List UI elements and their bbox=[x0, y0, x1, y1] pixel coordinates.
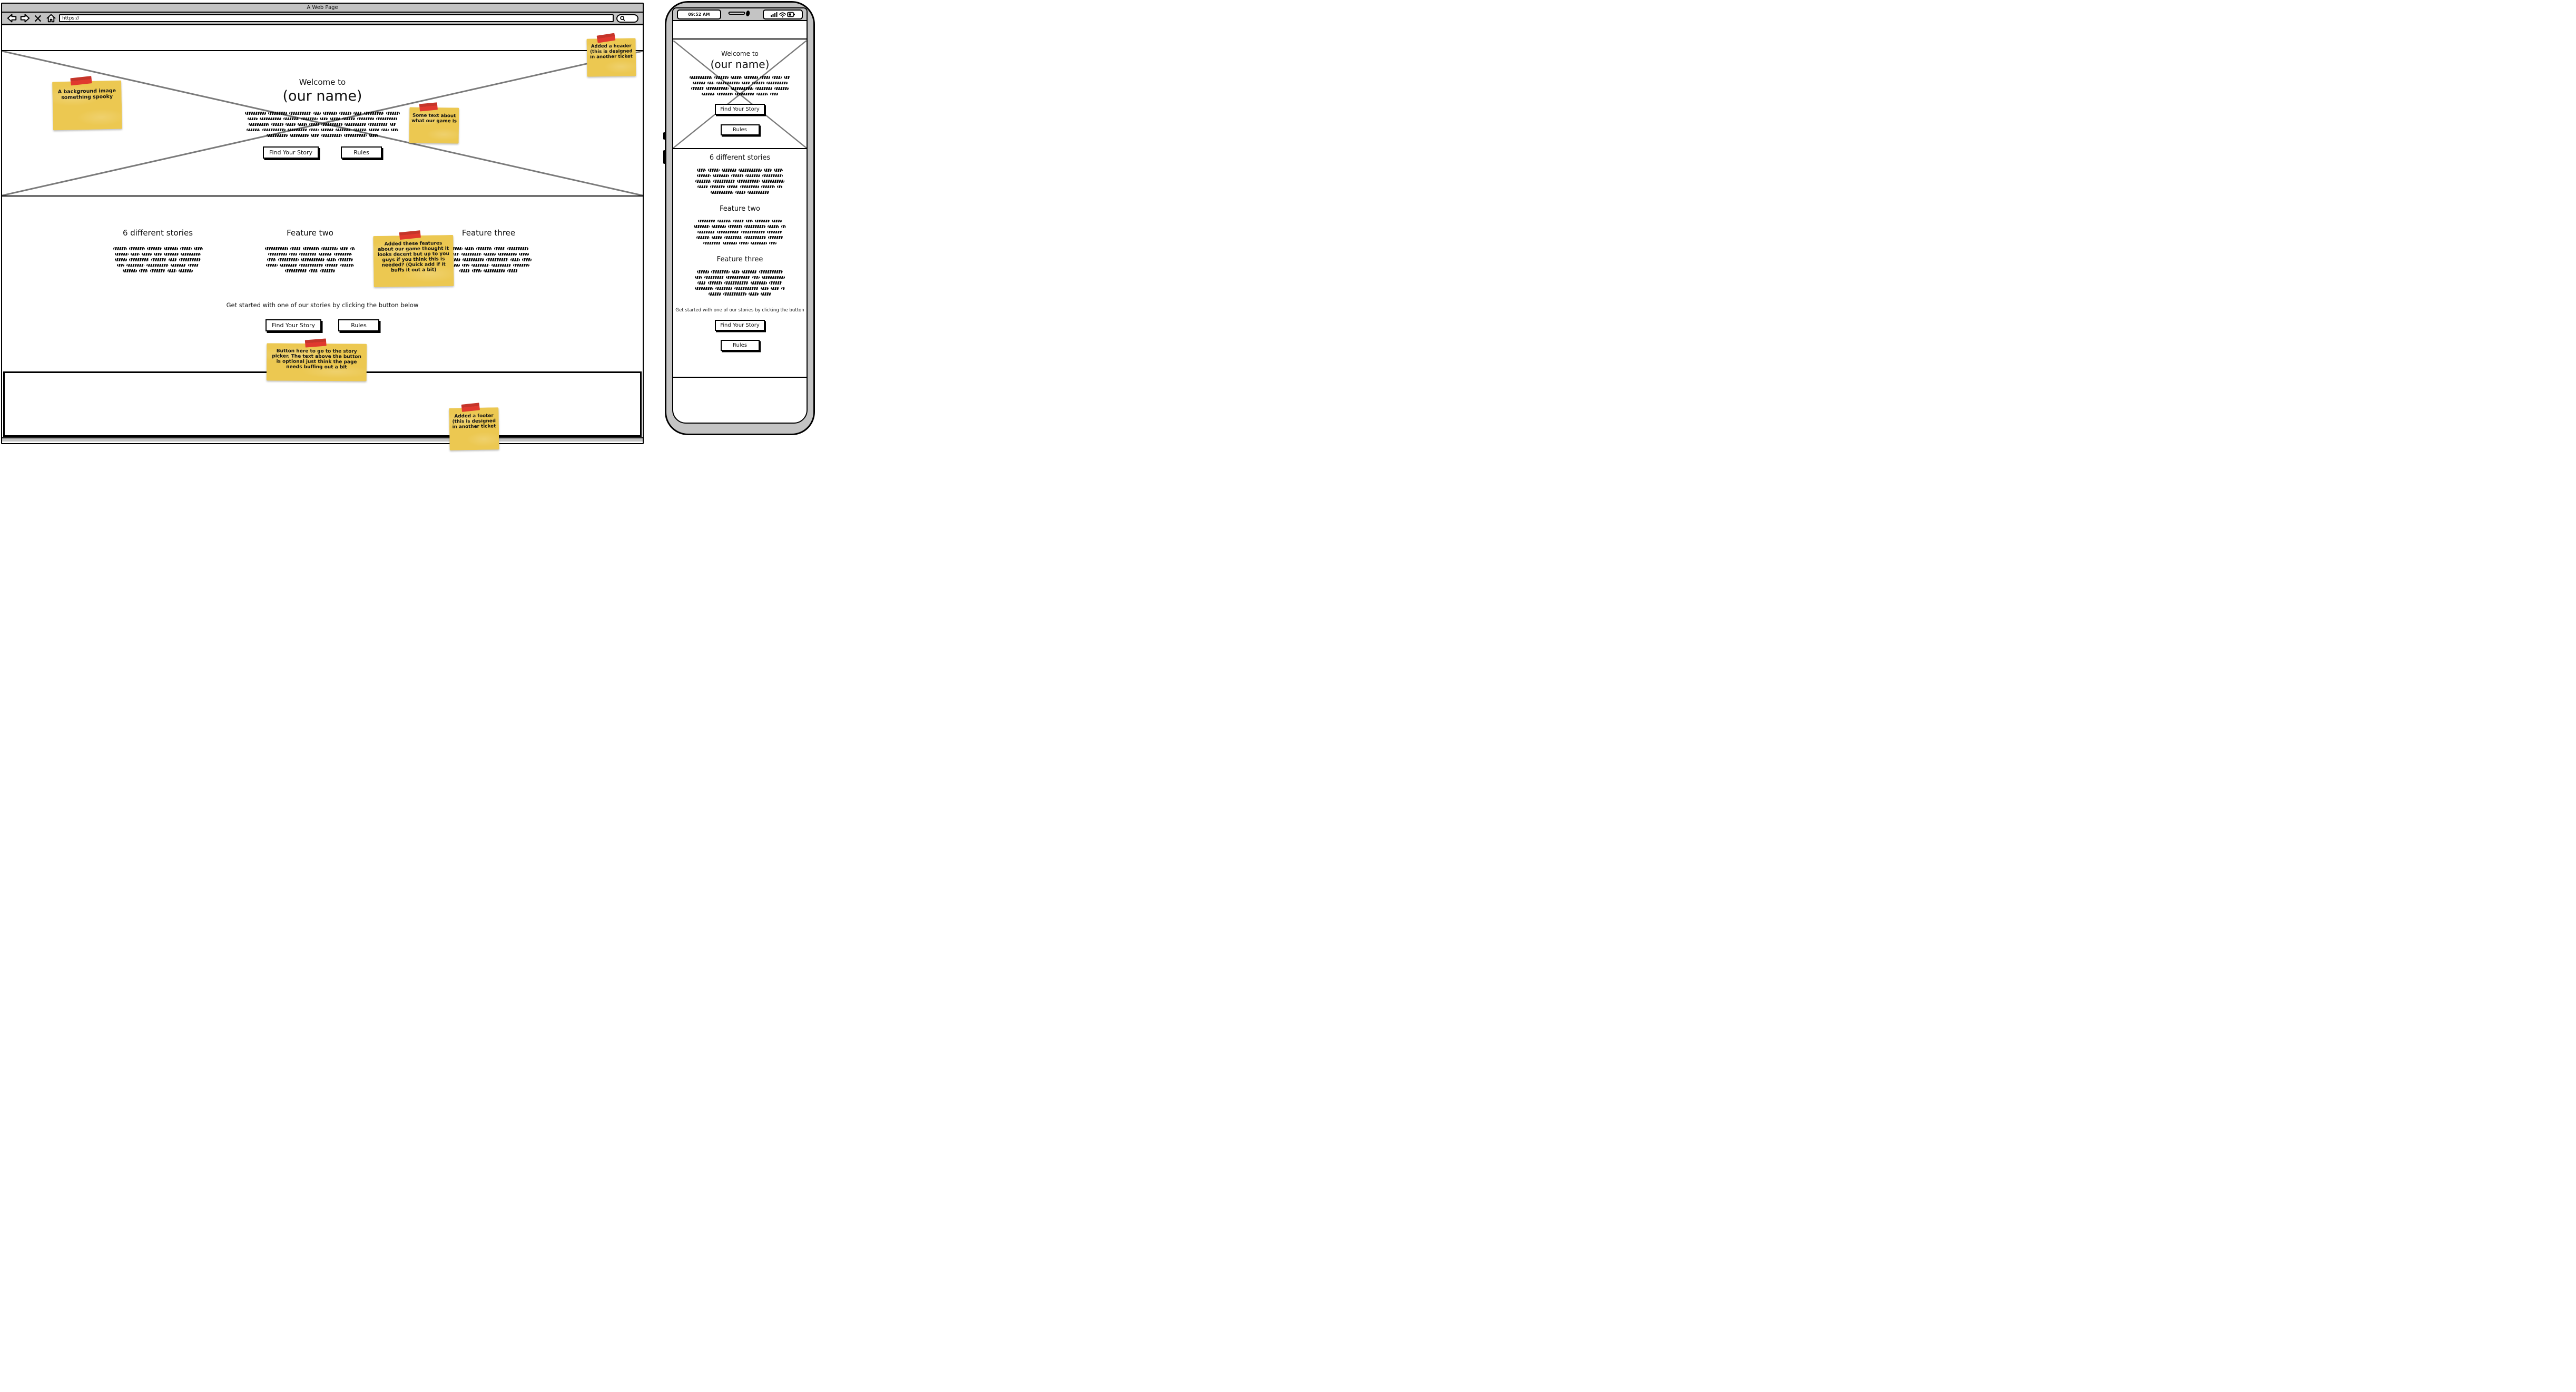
search-box[interactable] bbox=[616, 14, 638, 23]
cta-find-your-story-button[interactable]: Find Your Story bbox=[265, 319, 322, 331]
hero-image-placeholder: Welcome to (our name) Find Your Story Ru… bbox=[2, 50, 643, 197]
feature-title: 6 different stories bbox=[122, 228, 193, 238]
phone-volume-button bbox=[663, 150, 665, 164]
window-bottom-strip bbox=[2, 437, 643, 442]
stop-button[interactable] bbox=[33, 14, 43, 23]
feature-column-three: Feature three bbox=[443, 228, 535, 275]
phone-feature-title: Feature three bbox=[716, 256, 763, 263]
back-arrow-icon bbox=[7, 14, 16, 23]
sticky-note-header: Added a header (this is designed in anot… bbox=[586, 33, 636, 77]
feature-placeholder-text bbox=[444, 247, 534, 272]
phone-cta-text: Get started with one of our stories by c… bbox=[675, 307, 804, 313]
tape-icon bbox=[461, 403, 480, 412]
phone-feature-placeholder-text bbox=[694, 270, 786, 296]
note-text: Added a header (this is designed in anot… bbox=[589, 43, 633, 60]
phone-hero-rules-button[interactable]: Rules bbox=[720, 124, 760, 135]
cta-text: Get started with one of our stories by c… bbox=[226, 301, 419, 309]
sticky-note-background-image: A background image something spooky bbox=[52, 76, 122, 131]
phone-status-bar: 09:52 AM bbox=[673, 8, 807, 21]
browser-titlebar: A Web Page bbox=[2, 4, 643, 13]
magnifier-icon bbox=[620, 15, 625, 21]
signal-icon bbox=[771, 12, 778, 17]
phone-hero-heading-large: (our name) bbox=[710, 58, 770, 71]
hero-rules-button[interactable]: Rules bbox=[341, 146, 382, 159]
phone-hero-heading-small: Welcome to bbox=[721, 50, 759, 57]
feature-title: Feature three bbox=[461, 228, 516, 238]
hero-find-your-story-button[interactable]: Find Your Story bbox=[262, 146, 319, 159]
speaker-icon bbox=[728, 12, 745, 15]
feature-title: Feature two bbox=[287, 228, 333, 238]
tape-icon bbox=[304, 338, 327, 348]
phone-mockup: 09:52 AM bbox=[663, 1, 815, 435]
note-text: A background image something spooky bbox=[57, 87, 116, 101]
hero-heading-large: (our name) bbox=[282, 88, 362, 104]
feature-column-two: Feature two bbox=[264, 228, 356, 275]
status-time-capsule: 09:52 AM bbox=[677, 9, 721, 19]
phone-features-section: 6 different stories Feature two Feature … bbox=[673, 154, 807, 351]
sticky-note-game-text: Some text about what our game is bbox=[409, 102, 459, 144]
phone-feature-placeholder-text bbox=[693, 219, 786, 244]
note-text: Button here to go to the story picker. T… bbox=[272, 348, 361, 370]
phone-footer-divider bbox=[673, 377, 807, 378]
window-title: A Web Page bbox=[307, 5, 338, 11]
home-icon bbox=[46, 14, 56, 23]
camera-icon bbox=[745, 10, 750, 17]
status-icons-capsule bbox=[763, 9, 803, 19]
close-x-icon bbox=[34, 15, 42, 22]
phone-hero-image-placeholder: Welcome to (our name) Find Your Story Ru… bbox=[673, 41, 807, 149]
hero-placeholder-text bbox=[243, 112, 401, 137]
note-text: Some text about what our game is bbox=[411, 113, 457, 124]
home-button[interactable] bbox=[46, 14, 56, 23]
battery-icon bbox=[787, 12, 795, 17]
phone-volume-button bbox=[663, 132, 665, 140]
status-time: 09:52 AM bbox=[688, 12, 710, 17]
tape-icon bbox=[399, 230, 421, 240]
footer-placeholder bbox=[3, 371, 642, 437]
feature-placeholder-text bbox=[113, 247, 203, 272]
phone-hero-placeholder-text bbox=[685, 76, 795, 95]
phone-header-placeholder bbox=[673, 21, 807, 40]
url-input[interactable] bbox=[59, 14, 614, 22]
forward-arrow-icon bbox=[20, 14, 30, 23]
phone-feature-placeholder-text bbox=[694, 169, 786, 194]
phone-cta-find-your-story-button[interactable]: Find Your Story bbox=[715, 319, 765, 331]
feature-column-stories: 6 different stories bbox=[112, 228, 204, 275]
sticky-note-cta-button: Button here to go to the story picker. T… bbox=[266, 338, 367, 381]
sticky-note-features: Added these features about our game thou… bbox=[373, 230, 454, 288]
note-text: Added a footer (this is designed in anot… bbox=[452, 413, 496, 430]
forward-button[interactable] bbox=[19, 14, 30, 23]
phone-hero-find-your-story-button[interactable]: Find Your Story bbox=[715, 104, 765, 115]
sticky-note-footer: Added a footer (this is designed in anot… bbox=[449, 403, 499, 450]
phone-feature-title: 6 different stories bbox=[709, 154, 771, 162]
tape-icon bbox=[70, 76, 92, 86]
browser-toolbar bbox=[2, 13, 643, 25]
note-text: Added these features about our game thou… bbox=[377, 241, 449, 273]
phone-cta-rules-button[interactable]: Rules bbox=[720, 339, 760, 351]
phone-feature-title: Feature two bbox=[720, 204, 760, 213]
phone-screen: 09:52 AM bbox=[672, 7, 808, 424]
wifi-icon bbox=[779, 12, 786, 18]
feature-placeholder-text bbox=[264, 247, 356, 272]
cta-rules-button[interactable]: Rules bbox=[338, 319, 380, 331]
back-button[interactable] bbox=[6, 14, 17, 23]
hero-heading-small: Welcome to bbox=[299, 77, 346, 87]
tape-icon bbox=[419, 102, 438, 112]
